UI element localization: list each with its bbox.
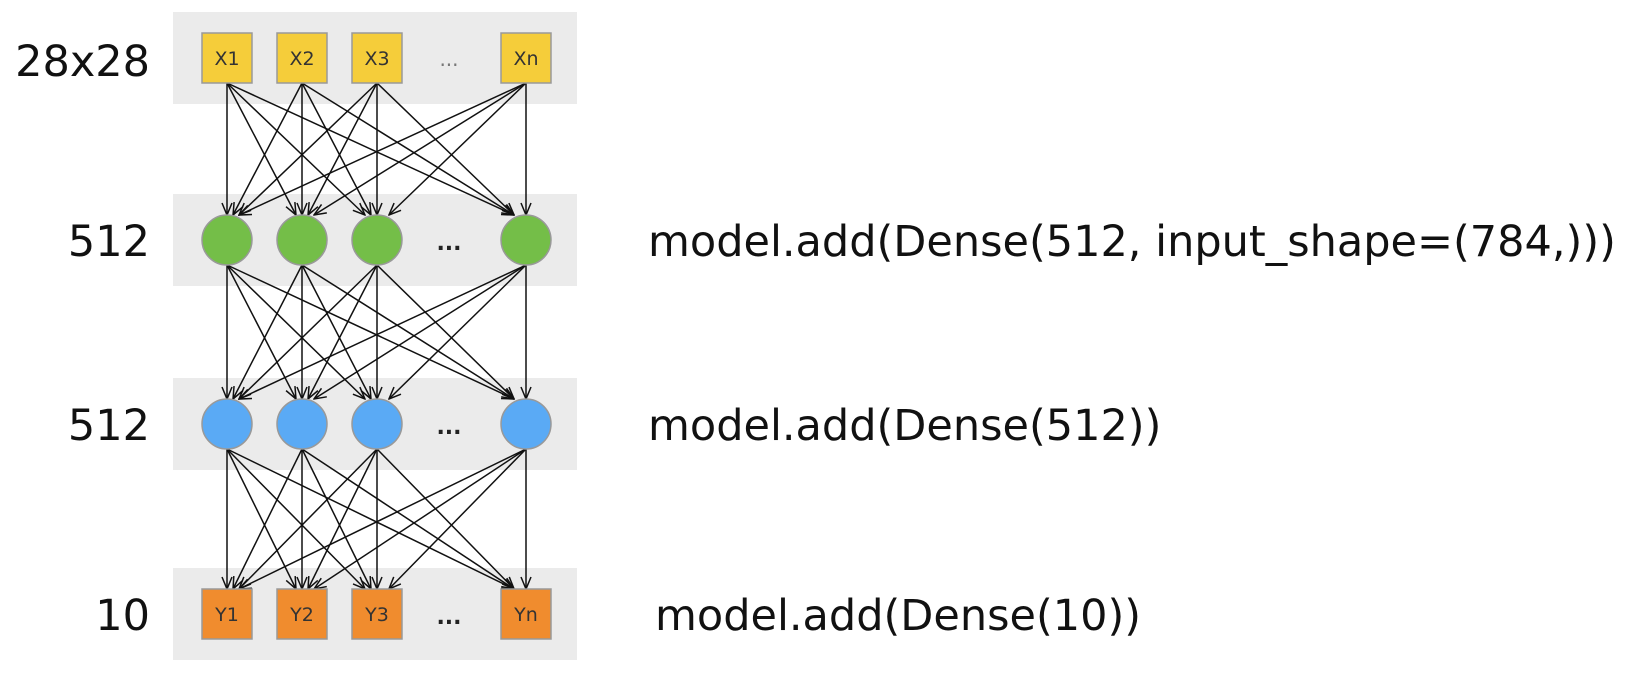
edge-hidden2-1-to-output-0 [233, 448, 303, 589]
hidden2-ellipsis: ... [436, 415, 461, 440]
hidden2-node-2 [276, 398, 328, 450]
input-node-3 [351, 32, 403, 84]
edge-hidden1-3-to-hidden2-2 [389, 264, 527, 399]
hidden2-code-label: model.add(Dense(512)) [648, 401, 1161, 451]
hidden1-node-3 [351, 214, 403, 266]
input-node-label-2: X2 [289, 48, 314, 70]
edge-input-1-to-hidden1-0 [233, 82, 303, 215]
hidden2-size-label: 512 [68, 401, 150, 451]
hidden2-node-1 [201, 398, 253, 450]
connection-edges [226, 82, 527, 589]
edge-input-2-to-hidden1-1 [308, 82, 378, 215]
output-node-label-2: Y2 [289, 604, 314, 626]
edge-hidden2-0-to-output-1 [226, 448, 296, 589]
output-node-label-4: Yn [513, 604, 538, 626]
output-size-label: 10 [95, 591, 150, 641]
edge-input-0-to-hidden1-1 [226, 82, 296, 215]
edge-input-1-to-hidden1-3 [301, 82, 514, 215]
edge-hidden2-3-to-output-2 [389, 448, 527, 589]
edge-hidden1-3-to-hidden2-1 [314, 264, 527, 399]
output-node-2 [276, 588, 328, 640]
output-node-3 [351, 588, 403, 640]
input-node-2 [276, 32, 328, 84]
edge-input-3-to-hidden1-0 [239, 82, 527, 215]
edge-hidden2-3-to-output-1 [314, 448, 527, 589]
output-code-label: model.add(Dense(10)) [655, 591, 1141, 641]
input-size-label: 28x28 [15, 37, 150, 87]
edge-hidden2-2-to-output-0 [239, 448, 378, 589]
input-node-1 [201, 32, 253, 84]
edge-hidden2-1-to-output-2 [301, 448, 371, 589]
edge-hidden1-3-to-hidden2-0 [239, 264, 527, 399]
edge-input-0-to-hidden1-3 [226, 82, 514, 215]
layer-code-labels: model.add(Dense(512, input_shape=(784,))… [648, 217, 1616, 641]
output-node-label-1: Y1 [214, 604, 239, 626]
edge-hidden2-0-to-output-2 [226, 448, 365, 589]
edge-input-2-to-hidden1-0 [239, 82, 378, 215]
hidden1-node-2 [276, 214, 328, 266]
layer-size-labels: 28x28 512 512 10 [15, 37, 150, 641]
edge-hidden2-2-to-output-3 [376, 448, 514, 589]
edge-input-3-to-hidden1-2 [389, 82, 527, 215]
edge-input-1-to-hidden1-2 [301, 82, 371, 215]
edge-hidden2-0-to-output-3 [226, 448, 514, 589]
edge-input-0-to-hidden1-2 [226, 82, 365, 215]
edge-hidden1-0-to-hidden2-1 [226, 264, 296, 399]
edge-hidden1-2-to-hidden2-1 [308, 264, 378, 399]
edge-hidden1-0-to-hidden2-2 [226, 264, 365, 399]
edge-hidden1-2-to-hidden2-0 [239, 264, 378, 399]
edge-input-2-to-hidden1-3 [376, 82, 514, 215]
edge-input-3-to-hidden1-1 [314, 82, 527, 215]
output-node-1 [201, 588, 253, 640]
edge-hidden2-2-to-output-1 [308, 448, 378, 589]
hidden1-ellipsis: ... [436, 231, 461, 256]
edge-hidden1-1-to-hidden2-3 [301, 264, 514, 399]
hidden1-size-label: 512 [68, 217, 150, 267]
hidden2-node-3 [351, 398, 403, 450]
edge-hidden1-1-to-hidden2-2 [301, 264, 371, 399]
edge-hidden2-1-to-output-3 [301, 448, 514, 589]
edge-hidden2-3-to-output-0 [239, 448, 527, 589]
hidden2-node-4 [500, 398, 552, 450]
edge-hidden1-2-to-hidden2-3 [376, 264, 514, 399]
input-node-label-3: X3 [364, 48, 389, 70]
input-node-label-1: X1 [214, 48, 239, 70]
edge-hidden1-1-to-hidden2-0 [233, 264, 303, 399]
input-ellipsis: ... [439, 47, 458, 71]
output-node-label-3: Y3 [364, 604, 389, 626]
input-node-label-4: Xn [513, 48, 538, 70]
output-ellipsis: ... [436, 605, 461, 630]
edge-hidden1-0-to-hidden2-3 [226, 264, 514, 399]
input-node-4 [500, 32, 552, 84]
output-node-4 [500, 588, 552, 640]
hidden1-node-4 [500, 214, 552, 266]
layer-ellipses: ... ... ... ... [436, 47, 461, 630]
hidden1-node-1 [201, 214, 253, 266]
hidden1-code-label: model.add(Dense(512, input_shape=(784,))… [648, 217, 1616, 267]
